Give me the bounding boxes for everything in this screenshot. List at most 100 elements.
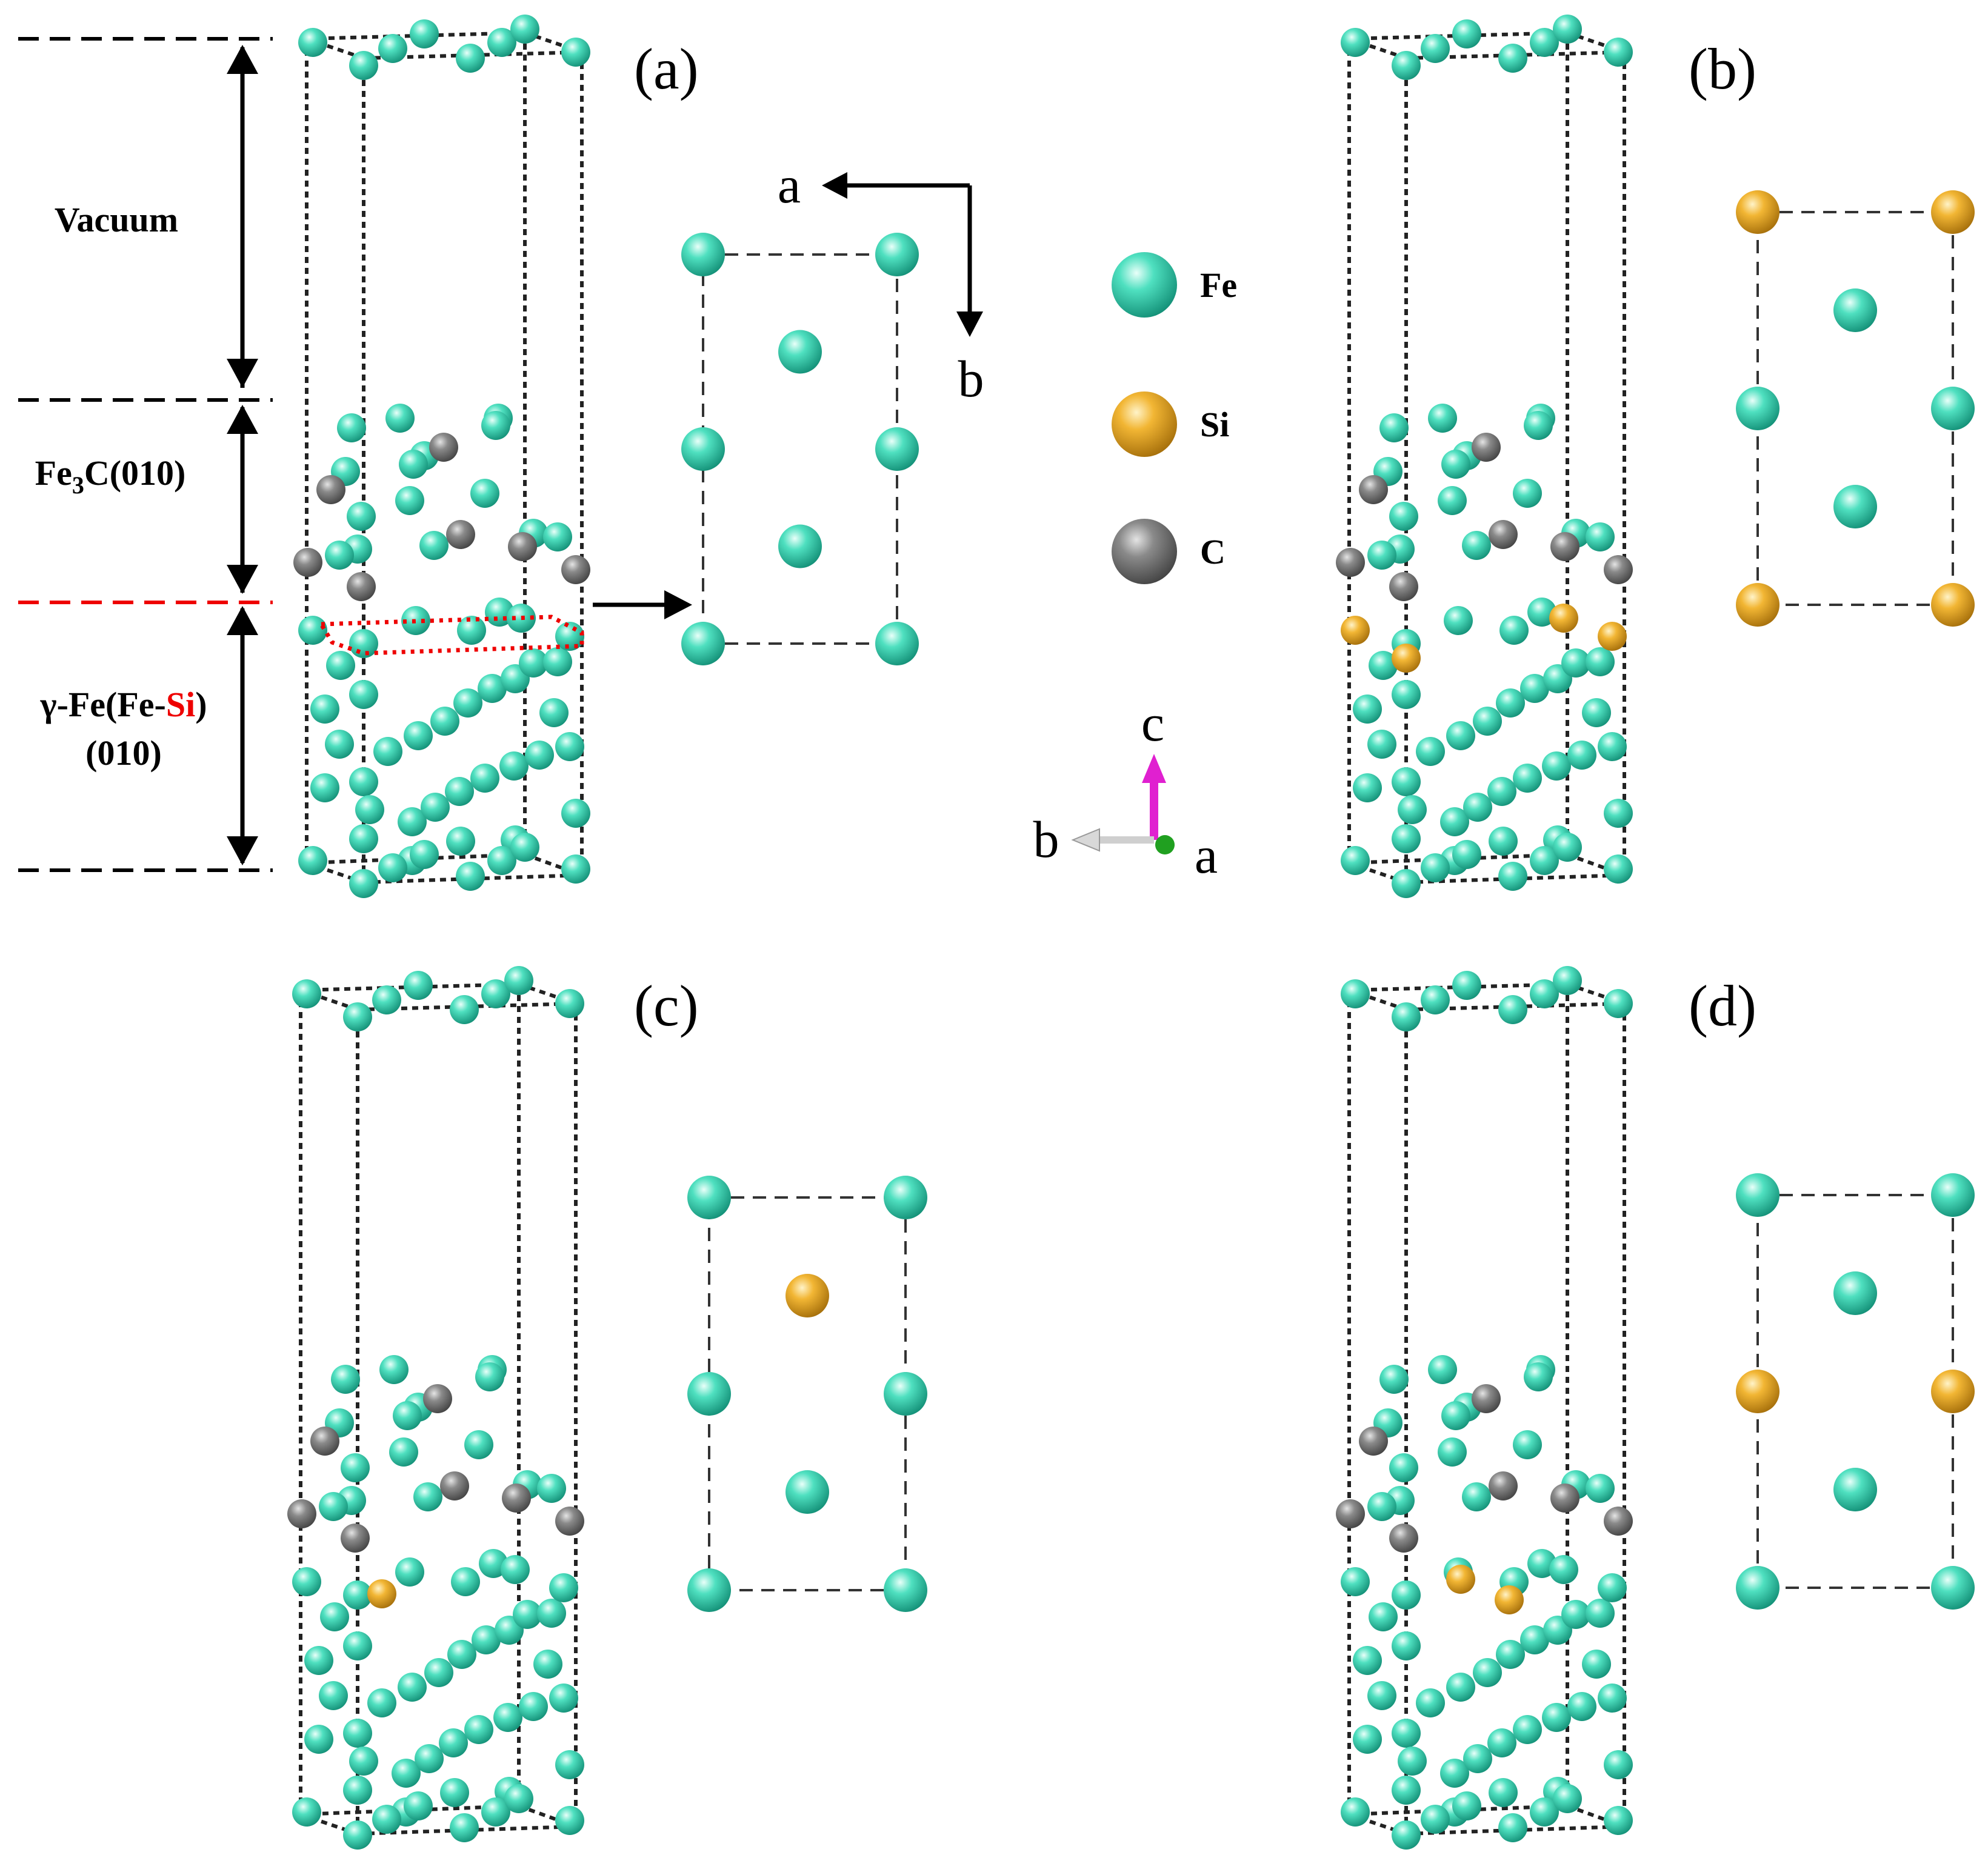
fe-atom bbox=[1438, 1437, 1467, 1467]
fe-atom bbox=[1498, 995, 1527, 1024]
fe-atom bbox=[1582, 1650, 1611, 1679]
c-atom bbox=[1472, 433, 1501, 462]
c-atom bbox=[293, 548, 322, 577]
panel-label-c: (c) bbox=[634, 973, 699, 1038]
fe-atom bbox=[1586, 522, 1615, 551]
fe-atom bbox=[1452, 1791, 1481, 1820]
fe-atom bbox=[1553, 833, 1582, 862]
fe-atom bbox=[319, 1492, 348, 1521]
surface-si-atom bbox=[1736, 190, 1780, 234]
layer-annotations: Vacuum Fe3C(010) γ-Fe(Fe-Si) (010) bbox=[18, 37, 273, 872]
fe-atom bbox=[499, 751, 529, 781]
fe-atom bbox=[310, 773, 339, 802]
fe-atom bbox=[1446, 1673, 1475, 1702]
fe-atom bbox=[1530, 1797, 1559, 1827]
fe-atom bbox=[298, 846, 327, 875]
fe-atom bbox=[1444, 606, 1473, 635]
fe-atom bbox=[1586, 1599, 1615, 1628]
fe-atom bbox=[1542, 751, 1571, 781]
fe-atom bbox=[1379, 1365, 1409, 1394]
fe-atom bbox=[1392, 1002, 1421, 1031]
fe-atom bbox=[1604, 989, 1633, 1018]
si-atom bbox=[1341, 616, 1370, 645]
fe-atom bbox=[510, 833, 539, 862]
fe-atom bbox=[1440, 1759, 1469, 1788]
fe-atom bbox=[561, 854, 590, 884]
fe-atom bbox=[440, 1778, 469, 1807]
crystal-axis-c: c bbox=[1141, 694, 1164, 752]
fe-atom bbox=[1441, 1401, 1470, 1430]
fe-atom bbox=[292, 979, 321, 1008]
fe-atom bbox=[1530, 28, 1559, 57]
fe-atom bbox=[401, 606, 430, 635]
c-atom bbox=[1389, 1524, 1418, 1553]
fe-atom bbox=[555, 1750, 584, 1779]
fe-atom bbox=[533, 1650, 562, 1679]
fe-atom bbox=[1473, 707, 1502, 736]
fe-atom bbox=[347, 502, 376, 531]
surface-fe-atom bbox=[875, 233, 919, 276]
fe-atom bbox=[392, 1759, 421, 1788]
fe-atom bbox=[1462, 1482, 1491, 1511]
fe-atom bbox=[470, 479, 499, 508]
fe-atom bbox=[1598, 1573, 1627, 1602]
fe-atom bbox=[1367, 1492, 1396, 1521]
c-atom bbox=[1604, 1507, 1633, 1536]
fe-atom bbox=[1379, 413, 1409, 442]
fe-atom bbox=[1392, 869, 1421, 898]
fe-atom bbox=[1513, 1430, 1542, 1459]
c-atom bbox=[1359, 475, 1388, 504]
fe-atom bbox=[1392, 51, 1421, 80]
fe-atom bbox=[1438, 486, 1467, 515]
fe-atom bbox=[1530, 846, 1559, 875]
c-atom bbox=[310, 1427, 339, 1456]
fe-atom bbox=[298, 616, 327, 645]
c-atom bbox=[1336, 548, 1365, 577]
surface-fe-atom bbox=[1931, 1566, 1975, 1610]
cementite-label: Fe3C(010) bbox=[35, 453, 186, 499]
fe-atom bbox=[478, 674, 507, 703]
crystal-axis-b: b bbox=[1033, 810, 1059, 868]
slab-model-d bbox=[1336, 966, 1633, 1850]
fe-atom bbox=[1446, 721, 1475, 750]
fe-atom bbox=[1398, 795, 1427, 824]
inplane-axis-b: b bbox=[958, 350, 984, 408]
fe-atom bbox=[378, 34, 407, 63]
fe-atom bbox=[1353, 1725, 1382, 1754]
fe-atom bbox=[1416, 737, 1445, 766]
fe-atom bbox=[501, 1555, 530, 1584]
panel-label-b: (b) bbox=[1689, 36, 1756, 101]
fe-atom bbox=[304, 1725, 333, 1754]
fe-atom bbox=[1489, 827, 1518, 856]
fe-atom bbox=[1567, 741, 1596, 770]
surface-fe-atom bbox=[786, 1470, 829, 1514]
c-atom bbox=[555, 1507, 584, 1536]
surface-si-atom bbox=[1736, 583, 1780, 627]
fe-atom bbox=[1392, 1580, 1421, 1610]
fe-atom bbox=[1527, 1549, 1556, 1578]
fe-atom bbox=[1542, 1703, 1571, 1732]
c-atom bbox=[1489, 1471, 1518, 1500]
surface-layer-d bbox=[1736, 1173, 1975, 1610]
fe-atom bbox=[1341, 28, 1370, 57]
c-atom bbox=[316, 475, 345, 504]
fe-atom bbox=[1604, 799, 1633, 828]
surface-fe-atom bbox=[1833, 288, 1877, 332]
fe-atom bbox=[555, 989, 584, 1018]
fe-atom bbox=[1553, 15, 1582, 44]
surface-fe-atom bbox=[681, 427, 725, 471]
fe-atom bbox=[389, 1437, 418, 1467]
c-atom bbox=[1336, 1499, 1365, 1528]
fe-atom bbox=[1498, 44, 1527, 73]
fe-atom bbox=[1489, 1778, 1518, 1807]
fe-atom bbox=[1428, 1355, 1457, 1384]
fe-atom bbox=[410, 19, 439, 48]
fe-atom bbox=[519, 648, 548, 678]
fe-atom bbox=[451, 1567, 480, 1596]
fe-atom bbox=[1604, 38, 1633, 67]
fe-atom bbox=[292, 1797, 321, 1827]
fe-atom bbox=[1421, 1805, 1450, 1834]
fe-atom bbox=[1452, 19, 1481, 48]
fe-atom bbox=[349, 869, 378, 898]
gamma-fe-plane-label: (010) bbox=[85, 733, 162, 773]
